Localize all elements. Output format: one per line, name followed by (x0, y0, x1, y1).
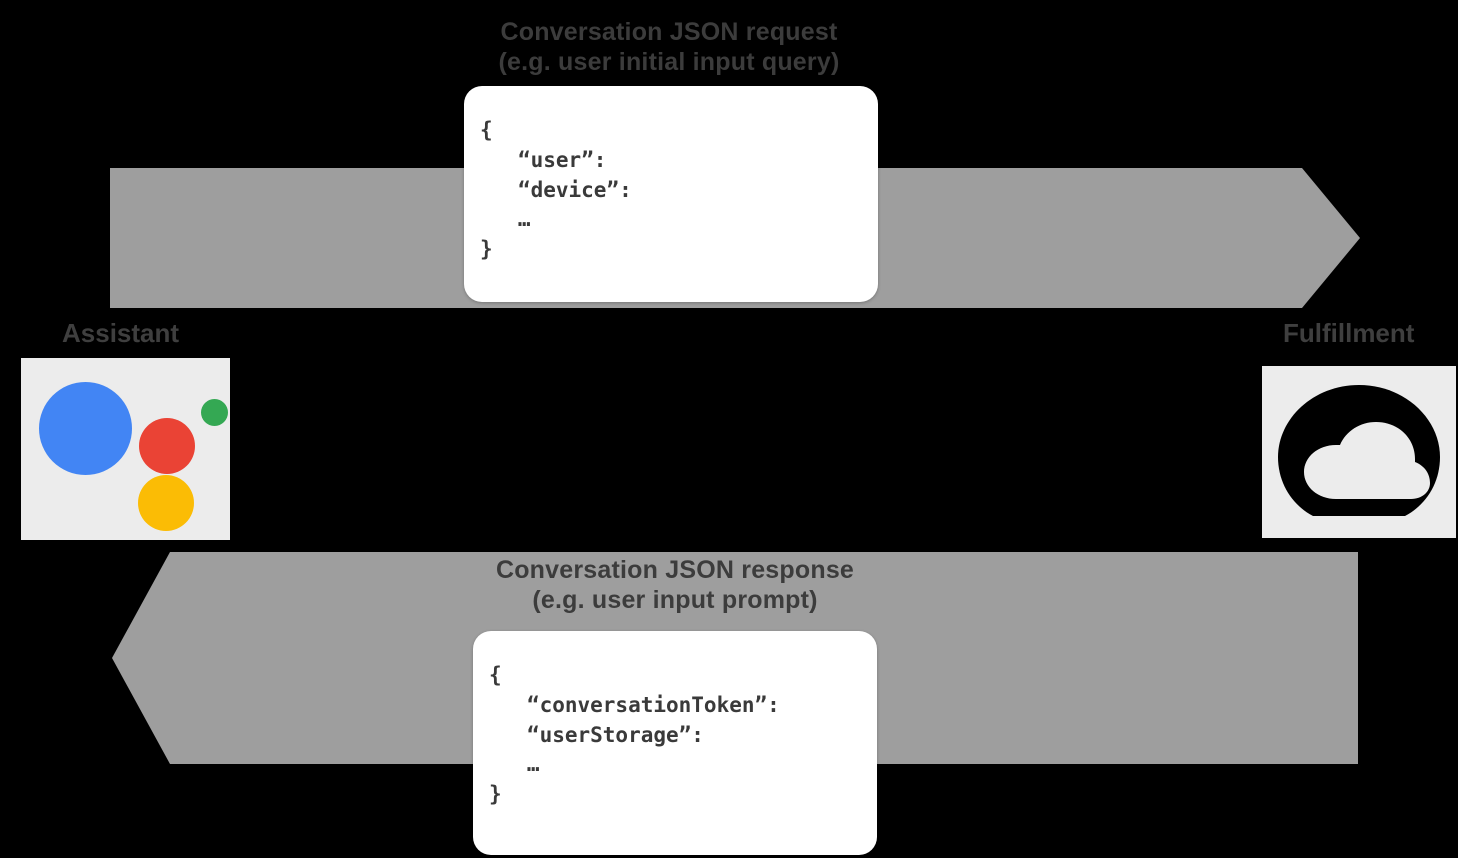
fulfillment-label: Fulfillment (1283, 318, 1415, 348)
response-json-code: { “conversationToken”: “userStorage”: … … (489, 663, 780, 807)
assistant-red-dot-icon (139, 418, 195, 474)
response-caption-line-2: (e.g. user input prompt) (532, 585, 818, 614)
request-caption-line-2: (e.g. user initial input query) (498, 47, 840, 76)
assistant-logo-tile (21, 358, 230, 540)
assistant-green-dot-icon (201, 399, 228, 426)
request-json-code: { “user”: “device”: … } (480, 118, 632, 262)
request-caption-line-1: Conversation JSON request (500, 18, 838, 46)
request-caption: Conversation JSON request (e.g. user ini… (329, 18, 1009, 77)
assistant-label: Assistant (62, 318, 180, 348)
fulfillment-cloud-tile (1262, 366, 1456, 538)
request-json-card: { “user”: “device”: … } (464, 86, 878, 302)
response-caption: Conversation JSON response (e.g. user in… (335, 556, 1015, 615)
assistant-yellow-dot-icon (138, 475, 194, 531)
response-json-card: { “conversationToken”: “userStorage”: … … (473, 631, 877, 855)
cloud-icon (1278, 385, 1440, 516)
response-caption-line-1: Conversation JSON response (495, 556, 855, 584)
assistant-blue-dot-icon (39, 382, 132, 475)
